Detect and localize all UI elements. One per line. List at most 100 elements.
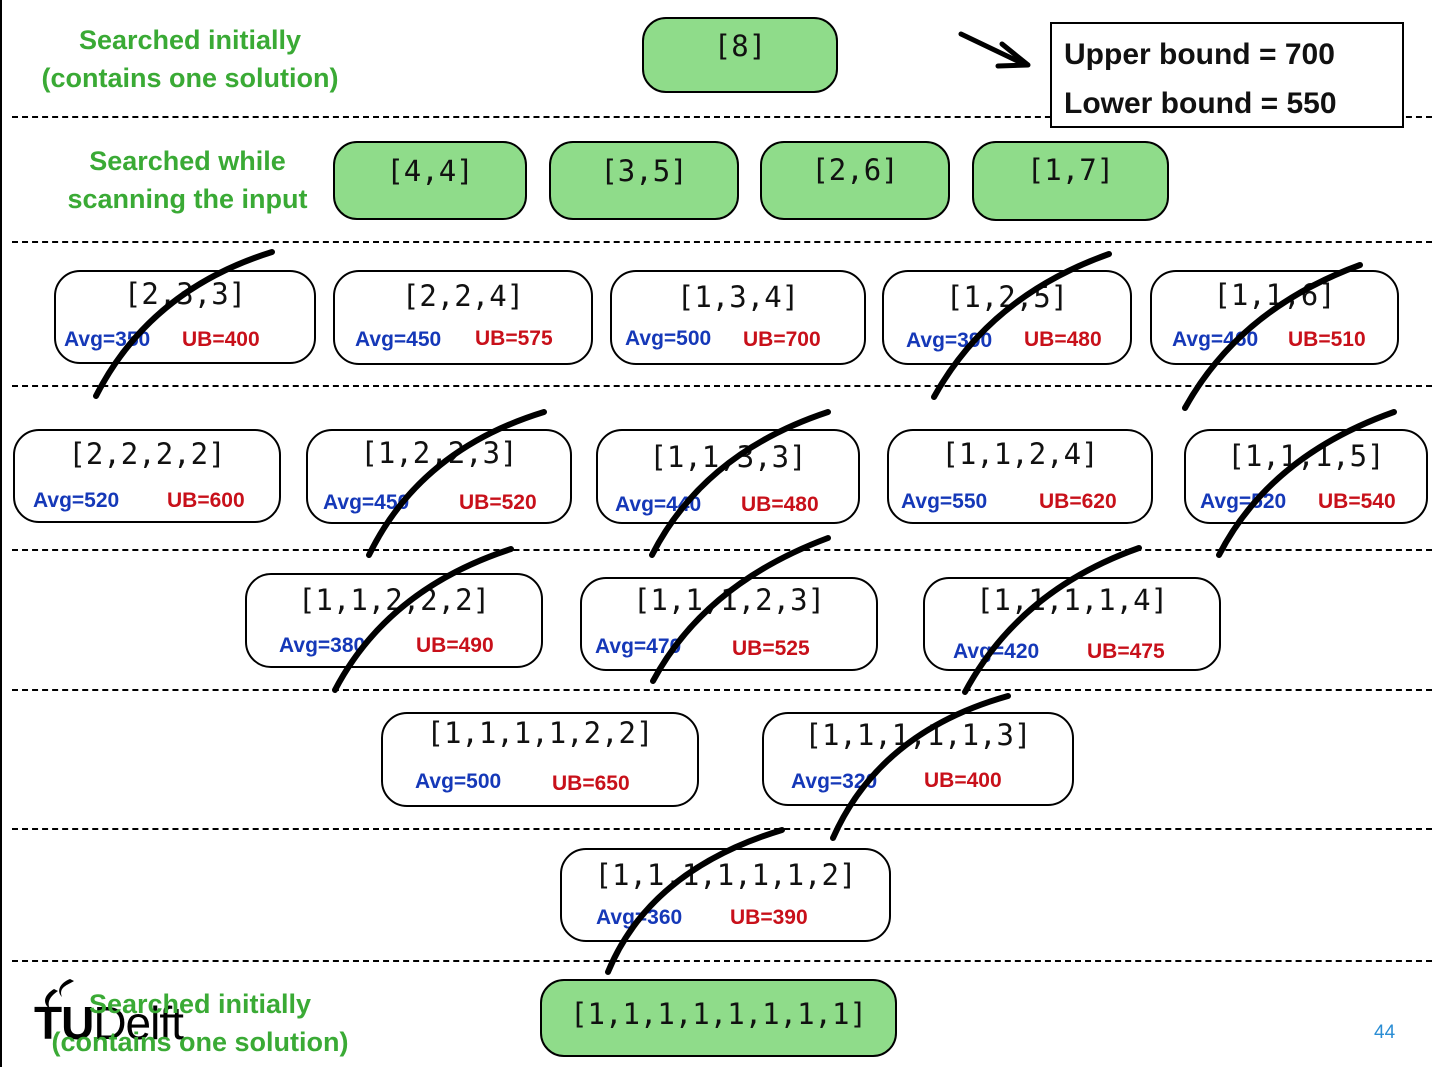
level-separator: [12, 689, 1432, 691]
tu-delft-flame-icon: [45, 979, 74, 1009]
label-searched-initially-bottom: Searched initially (contains one solutio…: [30, 985, 370, 1061]
bounds-box: Upper bound = 700 Lower bound = 550: [1050, 22, 1404, 128]
node-partition: [1,1,2,4] Avg=550 UB=620: [887, 429, 1153, 524]
node-label: [1,1,3,3]: [649, 440, 807, 474]
node-label: [1,7]: [1026, 153, 1115, 187]
ub-value: UB=575: [475, 327, 553, 350]
node-partition: [1,1,1,1,1,1,2] Avg=360 UB=390: [560, 848, 891, 942]
level-separator: [12, 385, 1432, 387]
logo-delft: Delft: [93, 997, 184, 1049]
node-partition: [1,1,1,1,2,2] Avg=500 UB=650: [381, 712, 699, 807]
avg-value: Avg=360: [596, 906, 683, 929]
node-label: [4,4]: [386, 154, 474, 188]
ub-value: UB=700: [743, 328, 821, 351]
label-line: scanning the input: [67, 184, 308, 214]
node-label: [1,1,6]: [1213, 278, 1336, 312]
ub-value: UB=490: [416, 634, 494, 657]
node-green: [1,7]: [972, 141, 1169, 221]
node-label: [2,2,2,2]: [68, 437, 226, 471]
node-label: [1,3,4]: [676, 280, 800, 314]
level-separator: [12, 116, 1432, 118]
node-label: [1,1,1,1,1,1,2]: [594, 858, 857, 892]
page-number: 44: [1374, 1022, 1396, 1043]
node-green: [4,4]: [333, 141, 527, 220]
node-partition: [1,1,1,1,4] Avg=420 UB=475: [923, 577, 1221, 671]
ub-value: UB=520: [459, 491, 537, 514]
node-label: [1,1,1,1,1,1,1,1]: [570, 997, 867, 1031]
avg-value: Avg=440: [615, 493, 702, 516]
ub-value: UB=400: [924, 769, 1002, 792]
node-green: [3,5]: [549, 141, 739, 220]
node-label: [8]: [713, 29, 767, 63]
avg-value: Avg=470: [595, 635, 682, 658]
ub-value: UB=480: [741, 493, 819, 516]
node-partition: [2,2,4] Avg=450 UB=575: [333, 270, 593, 365]
level-separator: [12, 960, 1432, 962]
node-label: [1,1,1,1,4]: [975, 583, 1169, 617]
avg-value: Avg=520: [1200, 490, 1287, 513]
label-line: Searched initially: [78, 25, 302, 55]
node-label: [1,1,2,4]: [941, 437, 1099, 471]
lower-bound-text: Lower bound = 550: [1064, 87, 1337, 120]
avg-value: Avg=350: [64, 328, 151, 351]
node-partition: [2,3,3] Avg=350 UB=400: [54, 270, 316, 364]
label-line: (contains one solution): [41, 63, 339, 93]
avg-value: Avg=500: [625, 327, 712, 350]
avg-value: Avg=450: [323, 491, 410, 514]
node-partition: [1,1,6] Avg=460 UB=510: [1150, 270, 1399, 365]
tu-delft-logo: TUDelft: [34, 997, 184, 1049]
ub-value: UB=400: [182, 328, 260, 351]
logo-tu: TU: [34, 997, 94, 1049]
node-label: [1,1,2,2,2]: [297, 583, 491, 617]
ub-value: UB=390: [730, 906, 808, 929]
node-partition: [1,1,2,2,2] Avg=380 UB=490: [245, 573, 543, 668]
avg-value: Avg=390: [906, 329, 993, 352]
node-partition: [1,2,5] Avg=390 UB=480: [882, 270, 1132, 365]
node-label: [1,1,1,2,3]: [632, 583, 826, 617]
level-separator: [12, 241, 1432, 243]
node-label: [3,5]: [600, 154, 688, 188]
node-partition: [1,1,1,2,3] Avg=470 UB=525: [580, 577, 878, 671]
ub-value: UB=475: [1087, 640, 1165, 663]
node-label: [2,6]: [811, 153, 899, 187]
label-searched-while-scanning: Searched while scanning the input: [40, 142, 335, 218]
avg-value: Avg=450: [355, 328, 442, 351]
ub-value: UB=620: [1039, 490, 1117, 513]
node-label: [1,1,1,1,1,3]: [804, 718, 1032, 752]
label-line: Searched while: [89, 146, 286, 176]
ub-value: UB=510: [1288, 328, 1366, 351]
node-green: [8]: [642, 17, 838, 93]
avg-value: Avg=380: [279, 634, 366, 657]
node-label: [1,1,1,5]: [1227, 439, 1385, 473]
node-green: [2,6]: [760, 141, 950, 220]
node-green: [1,1,1,1,1,1,1,1]: [540, 979, 897, 1057]
node-label: [1,2,2,3]: [360, 436, 518, 470]
node-partition: [1,1,1,1,1,3] Avg=320 UB=400: [762, 712, 1074, 806]
node-partition: [2,2,2,2] Avg=520 UB=600: [13, 429, 281, 523]
node-label: [2,2,4]: [401, 279, 525, 313]
left-border: [0, 0, 2, 1067]
label-line: Searched initially: [88, 989, 312, 1019]
node-partition: [1,1,3,3] Avg=440 UB=480: [596, 429, 860, 524]
ub-value: UB=525: [732, 637, 810, 660]
node-partition: [1,1,1,5] Avg=520 UB=540: [1184, 429, 1428, 524]
arrow-icon: [958, 31, 1031, 69]
label-line: (contains one solution): [51, 1027, 349, 1057]
avg-value: Avg=320: [791, 770, 878, 793]
avg-value: Avg=550: [901, 490, 988, 513]
level-separator: [12, 828, 1432, 830]
ub-value: UB=480: [1024, 328, 1102, 351]
avg-value: Avg=460: [1172, 328, 1259, 351]
ub-value: UB=540: [1318, 490, 1396, 513]
upper-bound-text: Upper bound = 700: [1064, 38, 1335, 71]
node-label: [1,1,1,1,2,2]: [426, 716, 654, 750]
ub-value: UB=650: [552, 772, 630, 795]
node-partition: [1,2,2,3] Avg=450 UB=520: [306, 429, 572, 524]
node-partition: [1,3,4] Avg=500 UB=700: [610, 270, 866, 365]
node-label: [2,3,3]: [123, 277, 247, 311]
ub-value: UB=600: [167, 489, 245, 512]
avg-value: Avg=500: [415, 770, 502, 793]
avg-value: Avg=520: [33, 489, 120, 512]
avg-value: Avg=420: [953, 640, 1040, 663]
